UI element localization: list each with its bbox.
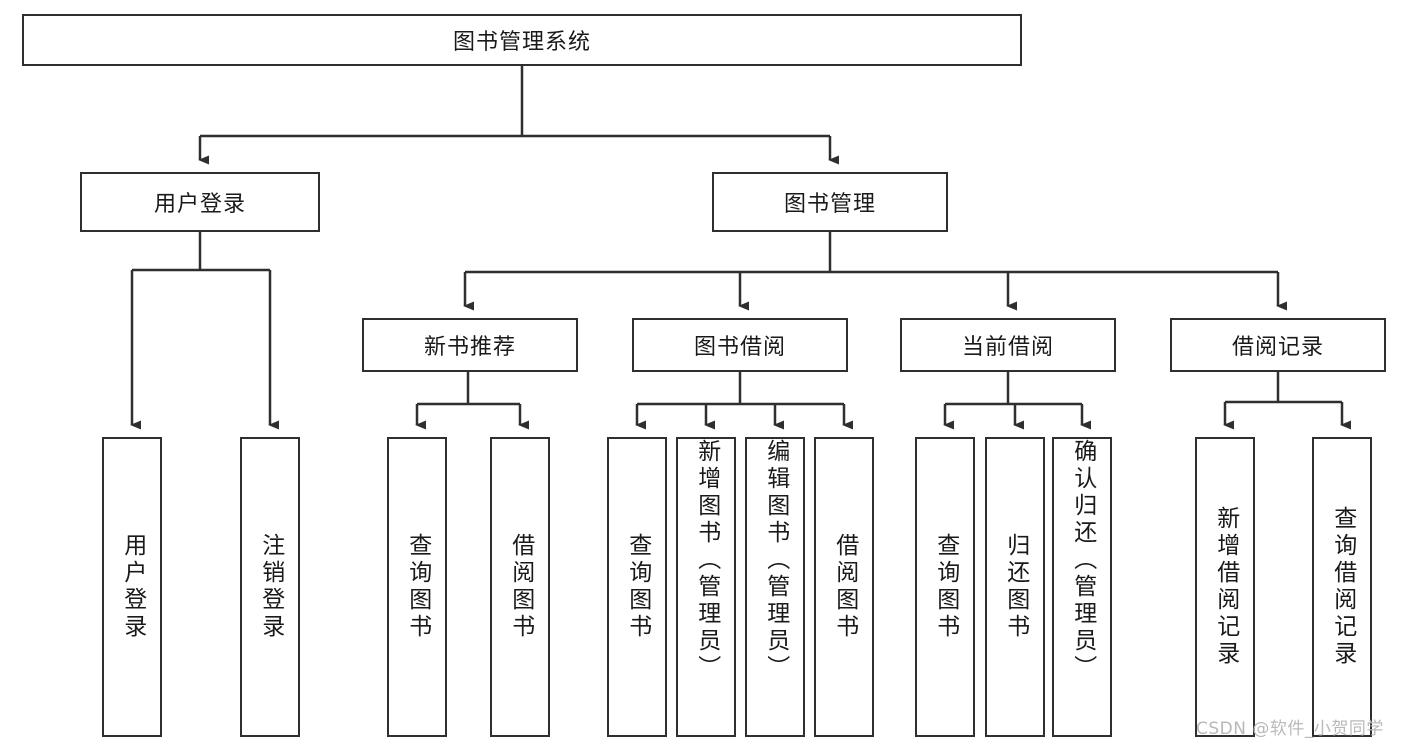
leaf-borrow-book-1[interactable]: 借阅图书 [490, 437, 550, 737]
node-root-label: 图书管理系统 [452, 30, 591, 55]
node-current-borrow[interactable]: 当前借阅 [900, 318, 1116, 372]
leaf-return-book-label: 归还图书 [1002, 533, 1029, 641]
node-current-borrow-label: 当前借阅 [961, 335, 1054, 360]
leaf-edit-book-label: 编辑图书（管理员） [762, 439, 789, 682]
node-book-manage-label: 图书管理 [783, 192, 876, 217]
leaf-borrow-book-2[interactable]: 借阅图书 [814, 437, 874, 737]
node-root[interactable]: 图书管理系统 [22, 14, 1022, 66]
leaf-confirm-return[interactable]: 确认归还（管理员） [1052, 437, 1112, 737]
leaf-query-book-3[interactable]: 查询图书 [915, 437, 975, 737]
leaf-borrow-book-2-label: 借阅图书 [831, 533, 858, 641]
leaf-query-book-1-label: 查询图书 [404, 533, 431, 641]
leaf-query-book-2[interactable]: 查询图书 [607, 437, 667, 737]
node-user-login-label: 用户登录 [153, 192, 246, 217]
leaf-query-book-2-label: 查询图书 [624, 533, 651, 641]
leaf-logout[interactable]: 注销登录 [240, 437, 300, 737]
node-book-manage[interactable]: 图书管理 [712, 172, 948, 232]
leaf-add-record[interactable]: 新增借阅记录 [1195, 437, 1255, 737]
node-borrow-record[interactable]: 借阅记录 [1170, 318, 1386, 372]
leaf-edit-book[interactable]: 编辑图书（管理员） [745, 437, 805, 737]
node-new-book-recommend[interactable]: 新书推荐 [362, 318, 578, 372]
leaf-query-record-label: 查询借阅记录 [1329, 506, 1356, 668]
leaf-logout-label: 注销登录 [257, 533, 284, 641]
node-borrow-record-label: 借阅记录 [1231, 335, 1324, 360]
leaf-query-record[interactable]: 查询借阅记录 [1312, 437, 1372, 737]
leaf-return-book[interactable]: 归还图书 [985, 437, 1045, 737]
node-new-book-recommend-label: 新书推荐 [423, 335, 516, 360]
leaf-add-book-label: 新增图书（管理员） [693, 439, 720, 682]
node-book-borrow[interactable]: 图书借阅 [632, 318, 848, 372]
watermark-text: CSDN @软件_小贺同学 [1196, 719, 1384, 739]
leaf-add-record-label: 新增借阅记录 [1212, 506, 1239, 668]
node-user-login[interactable]: 用户登录 [80, 172, 320, 232]
leaf-query-book-1[interactable]: 查询图书 [387, 437, 447, 737]
leaf-user-login-label: 用户登录 [119, 533, 146, 641]
leaf-borrow-book-1-label: 借阅图书 [507, 533, 534, 641]
node-book-borrow-label: 图书借阅 [693, 335, 786, 360]
leaf-query-book-3-label: 查询图书 [932, 533, 959, 641]
leaf-add-book[interactable]: 新增图书（管理员） [676, 437, 736, 737]
leaf-user-login[interactable]: 用户登录 [102, 437, 162, 737]
leaf-confirm-return-label: 确认归还（管理员） [1069, 439, 1096, 682]
